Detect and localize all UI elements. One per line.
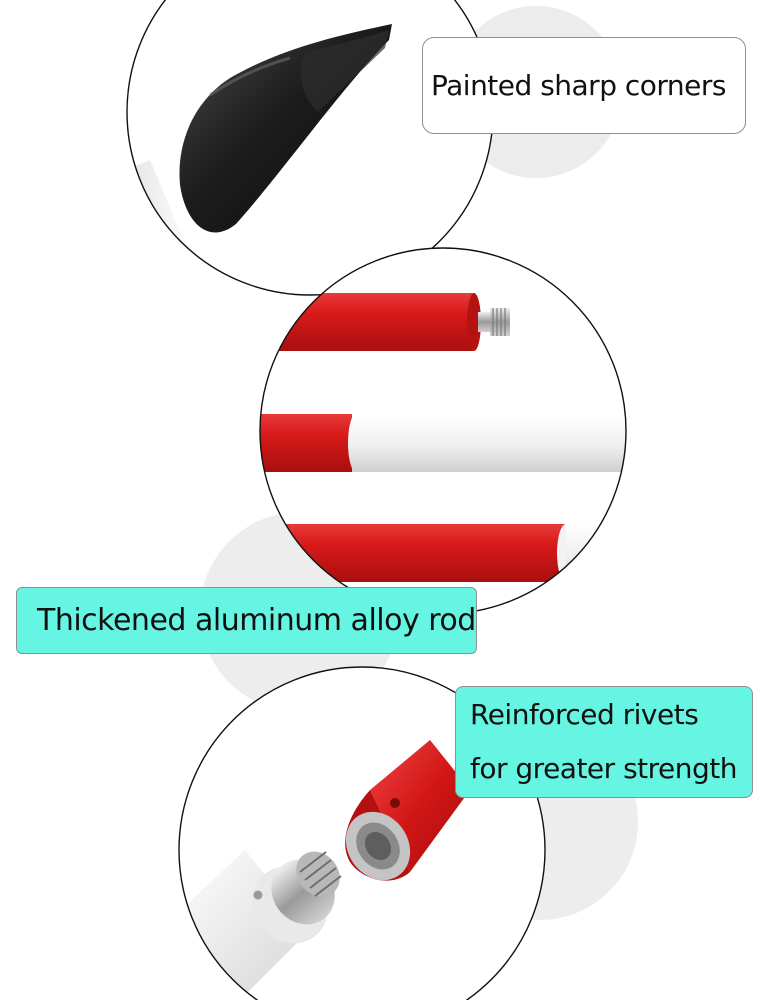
rivets-label: Reinforced rivets for greater strength	[455, 686, 753, 798]
rod-text: Thickened aluminum alloy rod	[37, 603, 476, 638]
joint-photo	[178, 666, 546, 1000]
rivets-text-line2: for greater strength	[470, 752, 738, 785]
sharp-tip-text: Painted sharp corners	[431, 69, 726, 102]
rivets-text-line1: Reinforced rivets	[470, 698, 699, 731]
sharp-tip-label: Painted sharp corners	[422, 37, 746, 134]
rod-label: Thickened aluminum alloy rod	[16, 587, 477, 654]
